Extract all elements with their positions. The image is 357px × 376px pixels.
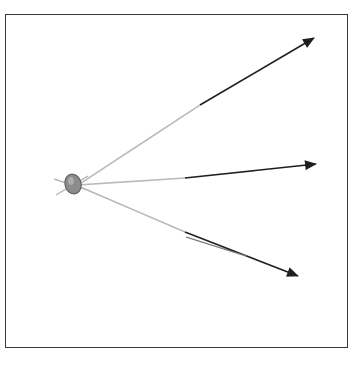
vector-middle — [78, 164, 316, 185]
origin-point — [63, 172, 84, 195]
vector-upper-faint-segment — [78, 105, 200, 185]
vector-lower-faint-segment — [78, 186, 185, 232]
vector-lower — [78, 186, 298, 276]
vector-upper — [78, 38, 314, 185]
vector-middle-dark-segment — [185, 164, 316, 178]
vector-middle-faint-segment — [78, 178, 185, 185]
vector-upper-dark-segment — [200, 38, 314, 105]
vector-lower-shadow-segment — [186, 237, 246, 256]
